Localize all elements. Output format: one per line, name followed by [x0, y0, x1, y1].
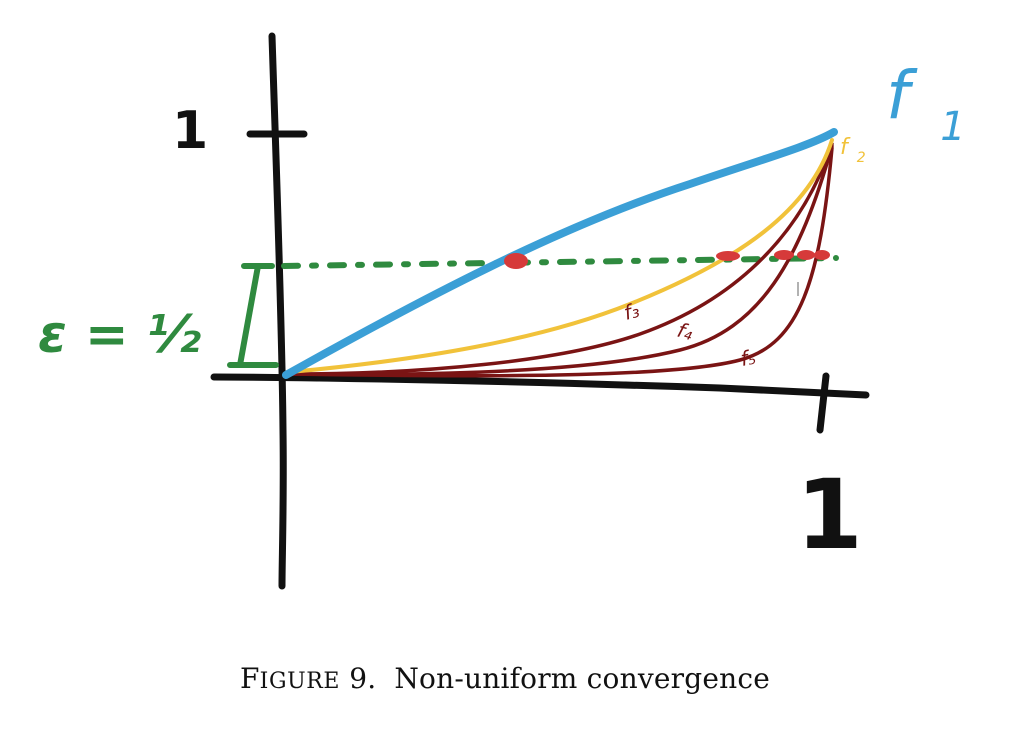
- y-axis: [268, 32, 287, 590]
- intersection-f5: [814, 250, 830, 260]
- curve-f1: [282, 128, 838, 379]
- x-axis: [210, 373, 870, 399]
- curve-label-f1-sub: 1: [940, 104, 965, 150]
- intersection-f1: [504, 253, 528, 269]
- convergence-diagram: 1 1 ε = ½ f 1 f 2 f₃ f₄ f₅: [38, 32, 966, 590]
- curve-label-f1: f 1: [886, 57, 966, 150]
- curve-label-f2-sub: 2: [857, 150, 866, 166]
- curve-f5: [288, 146, 834, 378]
- curve-label-f1-name: f: [886, 57, 918, 134]
- x-tick-mark: [816, 372, 830, 434]
- caption-prefix-first: F: [240, 662, 260, 695]
- curve-label-f2-name: f: [840, 135, 851, 160]
- caption-prefix-rest: IGURE: [259, 669, 341, 694]
- caption-text: Non-uniform convergence: [394, 662, 770, 695]
- curve-f4: [288, 144, 834, 377]
- caption-number: 9.: [349, 662, 377, 695]
- curve-label-f4: f₄: [675, 318, 696, 345]
- curve-f2: [288, 138, 834, 374]
- curve-label-f3: f₃: [621, 298, 641, 325]
- epsilon-label: ε = ½: [38, 305, 201, 365]
- curve-label-f2: f 2: [840, 135, 866, 166]
- y-tick-label: 1: [172, 101, 208, 161]
- figure-caption: FIGURE 9. Non-uniform convergence: [0, 662, 1010, 695]
- intersection-f4: [797, 250, 815, 260]
- epsilon-bracket: [227, 263, 279, 368]
- curve-label-f5: f₅: [739, 345, 758, 371]
- epsilon-threshold-line: [281, 255, 839, 269]
- x-tick-label: 1: [796, 459, 863, 571]
- intersection-f2: [716, 251, 740, 261]
- intersection-f3: [774, 250, 794, 260]
- curve-f3: [288, 142, 834, 376]
